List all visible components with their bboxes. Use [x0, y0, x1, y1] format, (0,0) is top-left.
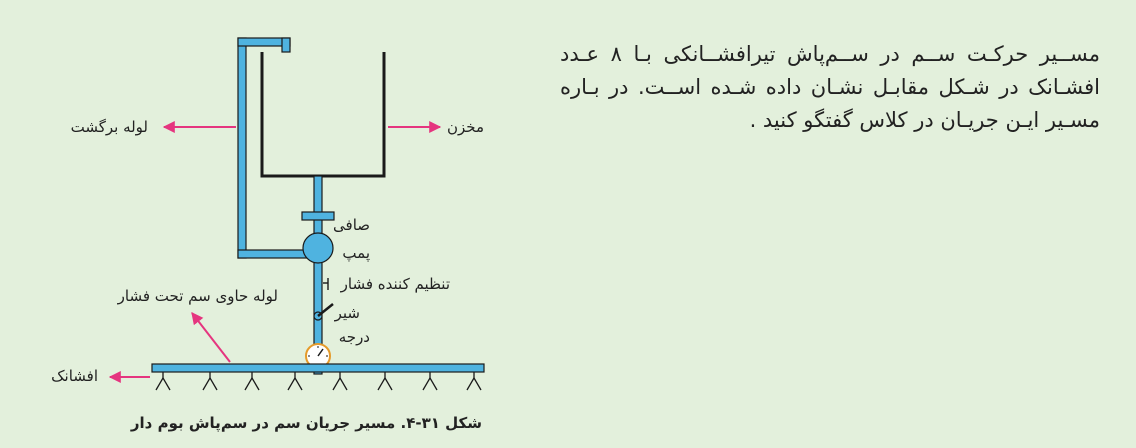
valve-label: شیر: [334, 304, 360, 322]
return-pipe: [237, 37, 319, 259]
nozzle-3: [244, 372, 260, 391]
nozzle-7: [422, 372, 438, 391]
nozzle-label: افشانک: [51, 367, 98, 385]
pressure-pipe-label: لوله حاوی سم تحت فشار: [117, 287, 278, 305]
nozzle-8: [466, 372, 482, 391]
pressure-pipe-arrow: [191, 312, 231, 363]
pressure-regulator: [323, 278, 329, 290]
nozzle-2: [202, 372, 218, 391]
pressure-regulator-label: تنظیم کننده فشار: [340, 275, 450, 293]
tank: [260, 52, 386, 178]
tank-label: مخزن: [447, 118, 484, 136]
figure-caption: شکل ۳۱-۴. مسیر جریان سم در سم‌پاش بوم دا…: [130, 414, 482, 433]
nozzle-4: [287, 372, 303, 391]
paragraph-line-4: کنید .: [749, 108, 797, 132]
valve: [313, 303, 334, 321]
exercise-paragraph: مســیر حرکـت ســم در ســم‌پاش تیرافشــان…: [560, 38, 1100, 137]
nozzle-6: [377, 372, 393, 391]
gauge-label: درجه: [339, 328, 370, 346]
nozzles: [155, 372, 482, 391]
nozzle-1: [155, 372, 171, 391]
filter-label: صافی: [333, 216, 370, 234]
return-pipe-label: لوله برگشت: [71, 118, 148, 136]
pump-label: پمپ: [342, 244, 370, 263]
nozzle-5: [332, 372, 348, 391]
main-feed-pipe: [313, 175, 323, 357]
paragraph-line-1: مســیر حرکـت ســم در ســم‌پاش تیرافشــان…: [610, 42, 1100, 66]
filter: [301, 211, 335, 221]
paragraph-line-2: عـدد افشـانک در شـکل مقابـل نشـان داده ش…: [560, 42, 1100, 99]
spray-boom: [151, 363, 485, 373]
paragraph-line-3: اســت. در بـاره مسـیر ایـن جریـان در کلا…: [560, 75, 1100, 132]
pump: [302, 232, 334, 264]
